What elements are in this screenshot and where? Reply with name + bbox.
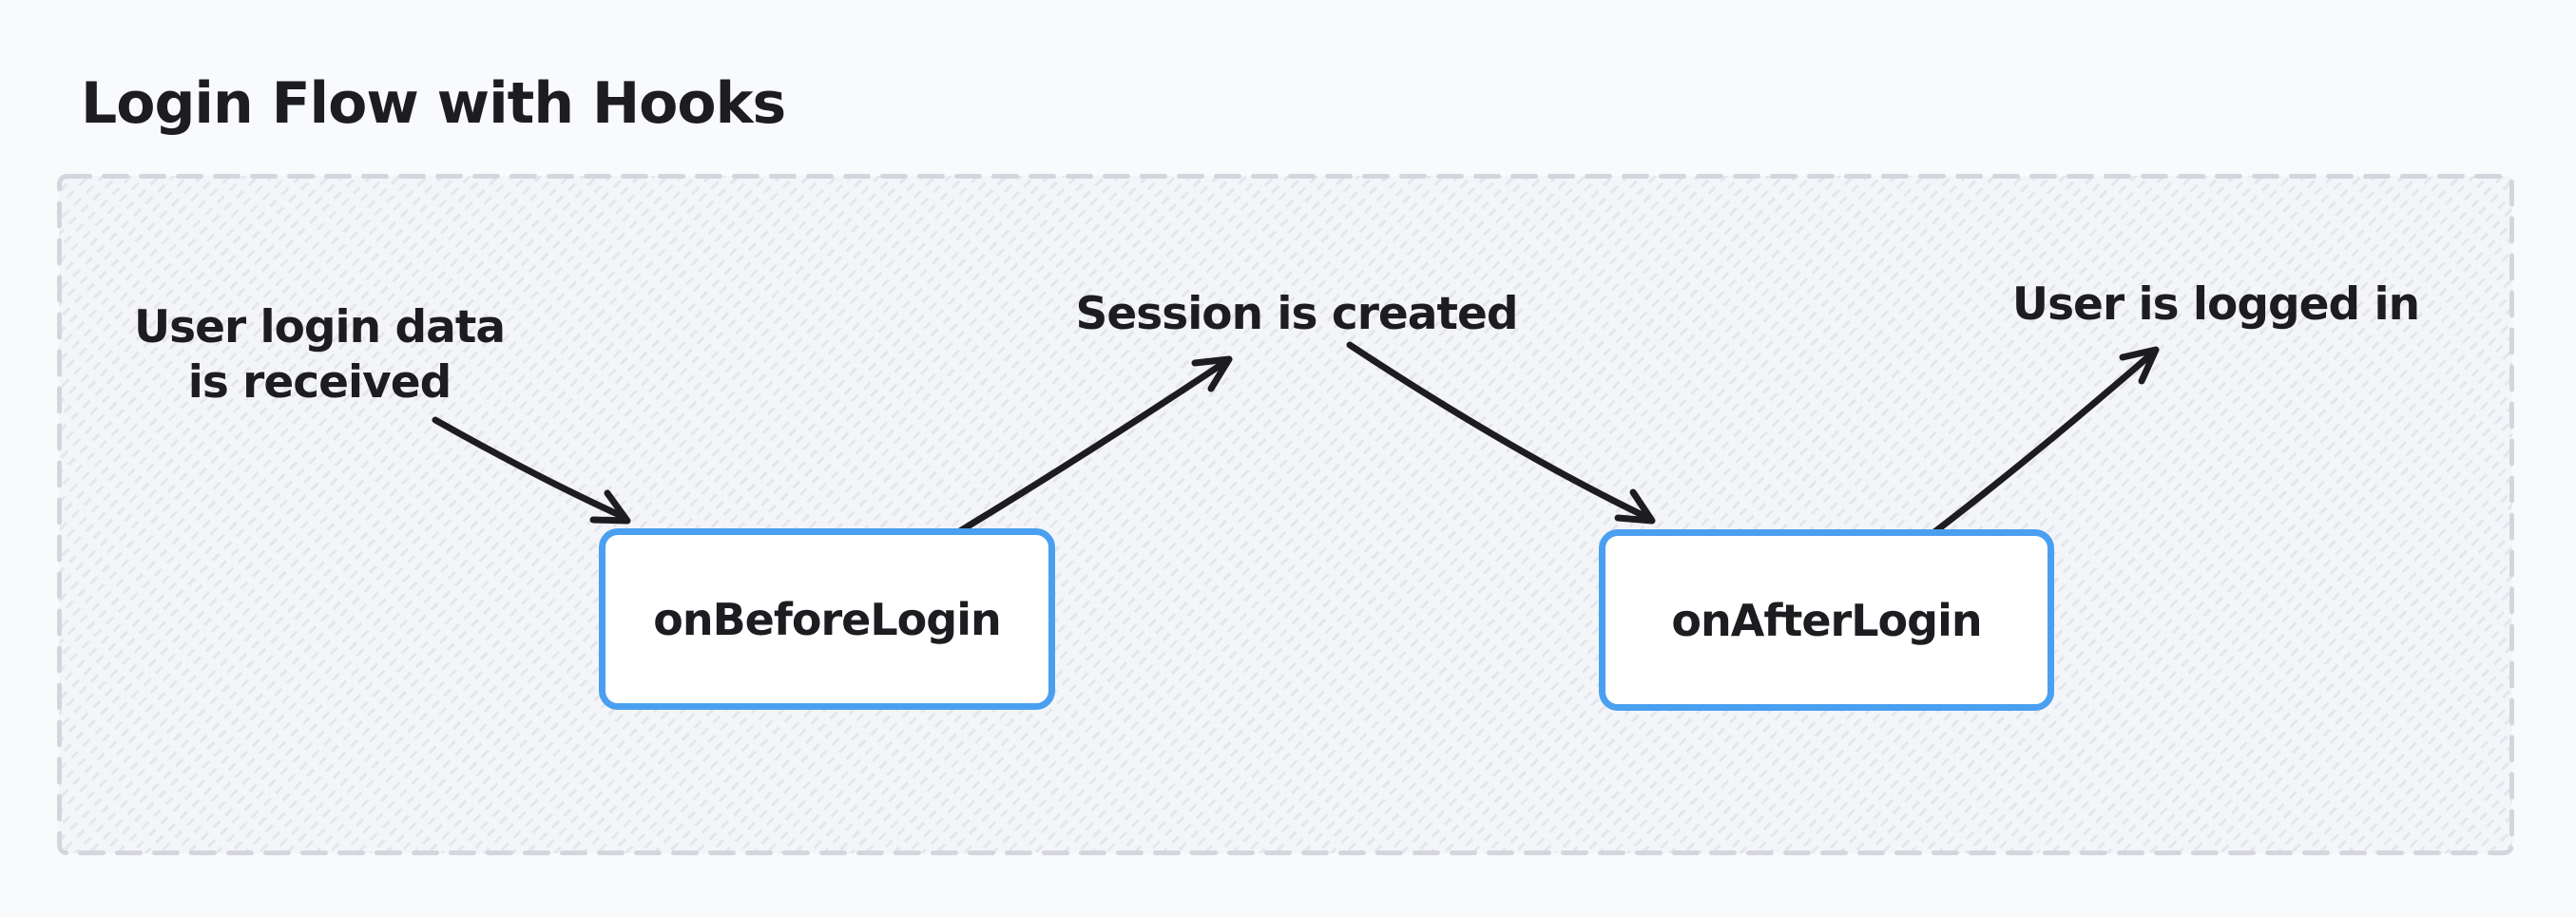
node-onafterlogin: onAfterLogin (1599, 529, 2054, 711)
note-session-created: Session is created (1075, 288, 1519, 340)
node-onafterlogin-label: onAfterLogin (1671, 594, 1982, 646)
note-user-login-data-line1: User login data (133, 301, 506, 353)
node-onbeforelogin-label: onBeforeLogin (653, 593, 1001, 645)
node-onbeforelogin: onBeforeLogin (599, 528, 1055, 710)
note-user-login-data: User login data is received (114, 300, 525, 411)
note-user-login-data-line2: is received (187, 356, 452, 409)
note-user-logged-in: User is logged in (2011, 278, 2420, 331)
page-title: Login Flow with Hooks (81, 70, 786, 137)
